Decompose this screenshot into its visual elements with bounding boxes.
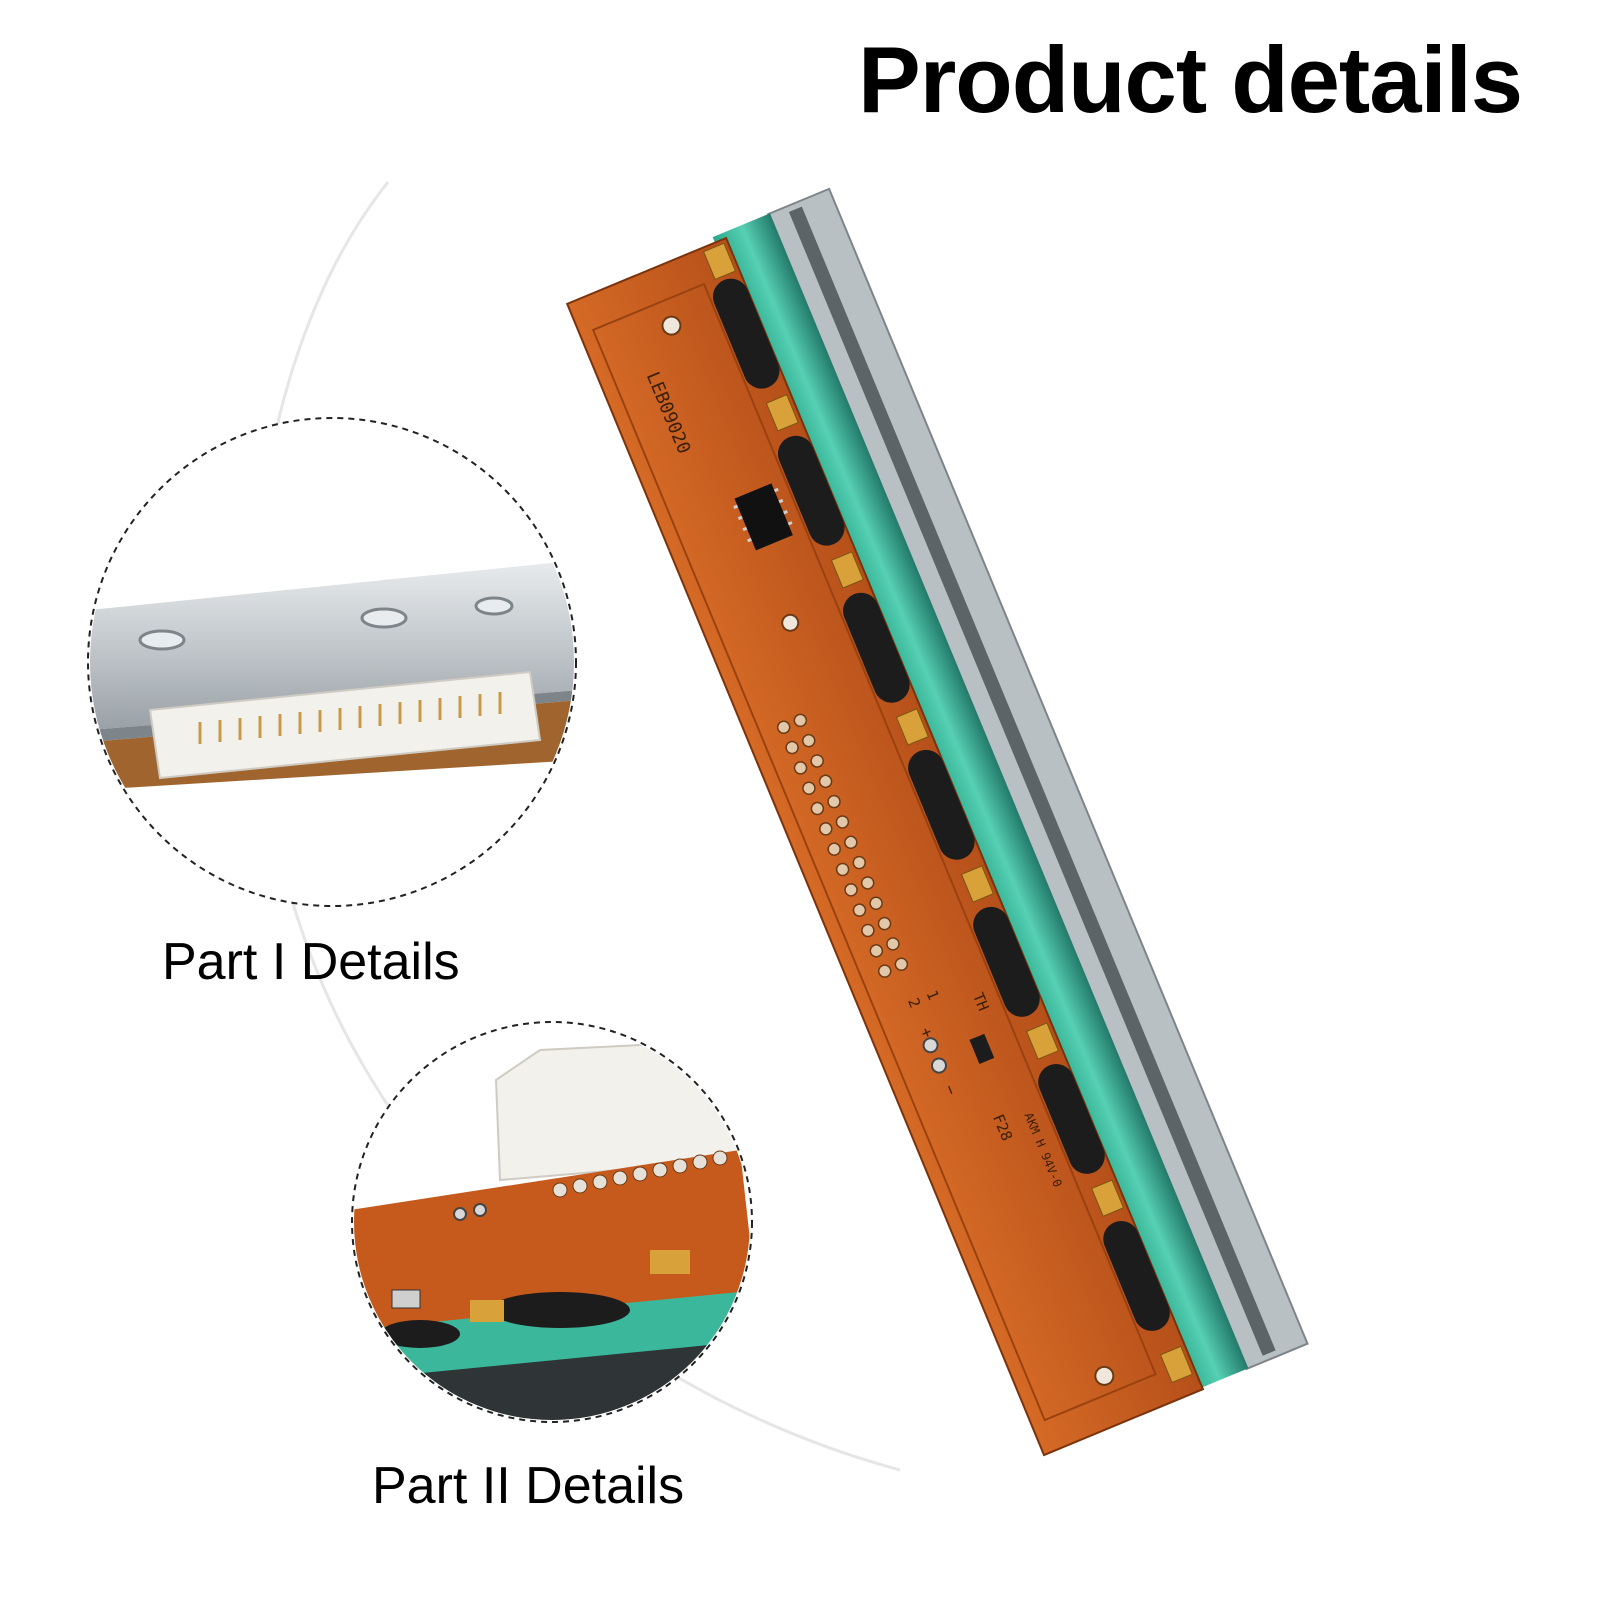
caption-part-2: Part II Details	[372, 1457, 685, 1515]
caption-part-1: Part I Details	[162, 933, 460, 991]
connector-closeup-icon	[90, 420, 574, 904]
th-label: TH	[969, 990, 993, 1014]
pcb-closeup-icon	[354, 1024, 750, 1420]
detail-circle-2	[351, 1021, 753, 1423]
page-title: Product details	[858, 27, 1523, 132]
print-head: LEB09020 1 2 + − TH F28 AKM H 94V-0	[565, 187, 1309, 1457]
detail-circle-1	[87, 417, 577, 907]
